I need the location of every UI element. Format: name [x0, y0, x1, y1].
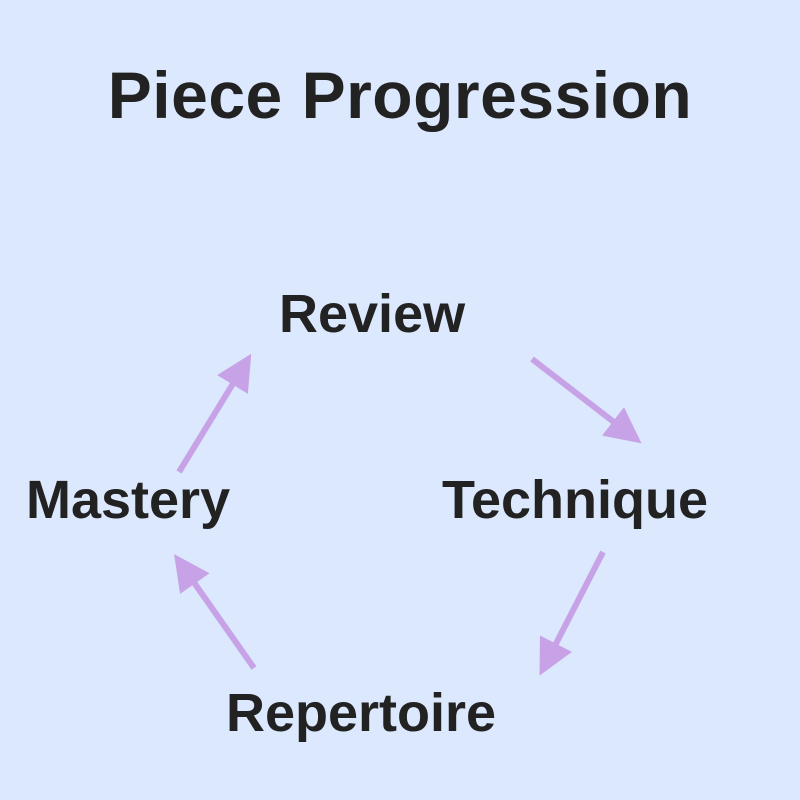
- node-mastery: Mastery: [26, 470, 231, 530]
- node-repertoire: Repertoire: [226, 683, 497, 743]
- node-technique: Technique: [442, 470, 709, 530]
- arrow-mastery-to-review: [176, 353, 252, 474]
- arrow-technique-to-repertoire: [539, 550, 606, 676]
- arrow-repertoire-to-mastery: [174, 554, 257, 670]
- arrow-review-to-technique: [530, 356, 642, 444]
- node-review: Review: [279, 284, 466, 344]
- diagram-title: Piece Progression: [107, 58, 693, 132]
